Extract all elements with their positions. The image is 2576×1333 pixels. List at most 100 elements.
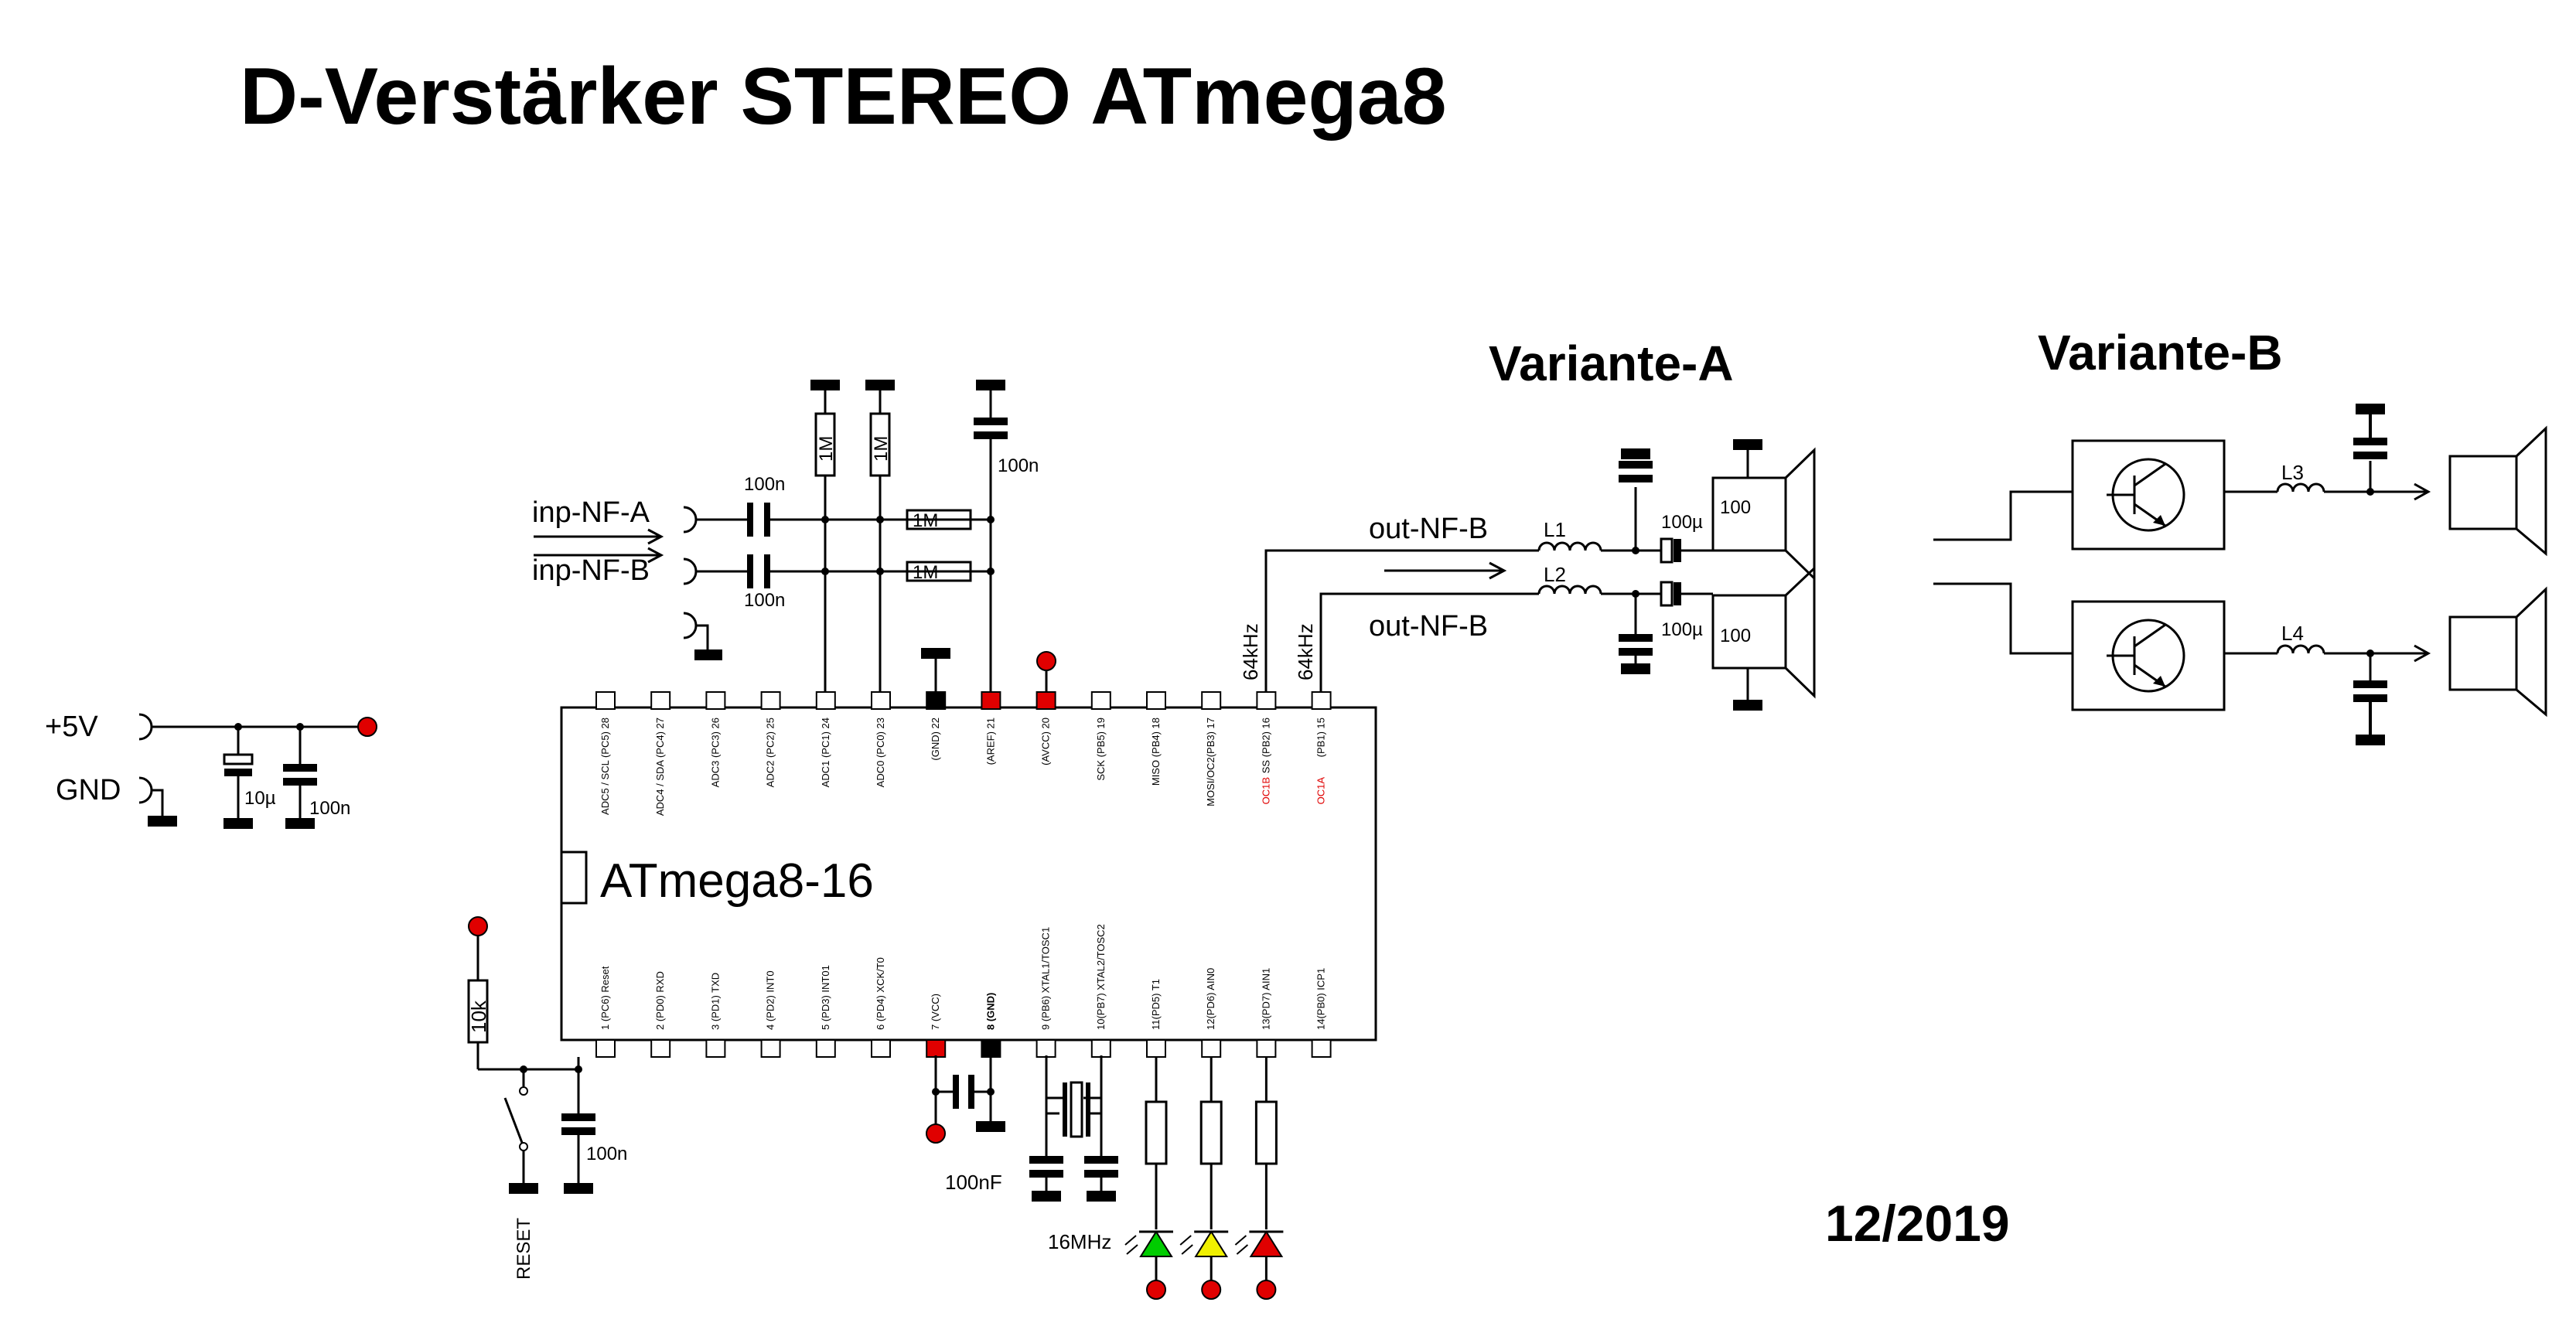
variant-a-shapes	[1619, 439, 1762, 711]
chip-pin-pad-top	[1311, 691, 1332, 710]
chip-pin-label-bottom: 1 (PC6) Reset	[599, 966, 611, 1030]
chip-pin-pad-top	[871, 691, 891, 710]
chip-pin-pad-top	[650, 691, 671, 710]
chip-pin-pad-bottom	[1090, 1039, 1111, 1058]
chip-pin-label-top: (AVCC) 20	[1040, 718, 1052, 765]
chip-pin-pad-top	[926, 691, 947, 710]
freq-pin15-label: 64kHz	[1294, 623, 1317, 680]
cap-100n-b-label: 100n	[744, 590, 785, 611]
chip-pin-label-bottom: 6 (PD4) XCK/T0	[875, 957, 886, 1030]
resistor-10k-label: 10k	[467, 1000, 490, 1033]
reset-label: RESET	[513, 1218, 534, 1280]
out-nf-b-top-label: out-NF-B	[1369, 513, 1488, 545]
led-supply-dot	[1146, 1280, 1166, 1300]
cap-100n-reset-label: 100n	[586, 1144, 627, 1164]
led-circuit	[1124, 1057, 1173, 1300]
chip-pin-label-top: ADC2 (PC2) 25	[765, 718, 776, 787]
resistor-1m-3-label: 1M	[913, 510, 938, 531]
chip-pin-label-top: (AREF) 21	[984, 718, 996, 765]
chip-pin-label-top: ADC1 (PC1) 24	[820, 718, 831, 787]
chip-pin-pad-bottom	[650, 1039, 671, 1058]
chip-pin-label-bottom: 5 (PD3) INT01	[820, 965, 831, 1030]
l1-label: L1	[1544, 518, 1566, 541]
cap-100n-supply-label: 100n	[309, 798, 350, 819]
led-diode-icon	[1194, 1230, 1229, 1257]
chip-pin-pad-top	[595, 691, 616, 710]
chip-pin-label-bottom: 8 (GND)	[984, 993, 996, 1030]
vcc-supply-dot	[357, 717, 377, 737]
vcc-label: +5V	[45, 711, 98, 743]
chip-pin-label-bottom: 12(PD6) AIN0	[1205, 968, 1216, 1030]
reset-circuit-shapes	[509, 1065, 595, 1194]
variant-a-wiring	[1537, 447, 1816, 700]
cap-100u-2-label: 100µ	[1661, 619, 1703, 640]
input-b-label: inp-NF-B	[532, 554, 650, 587]
chip-pin-pad-bottom	[815, 1039, 836, 1058]
led-diode-icon	[1139, 1230, 1173, 1257]
chip-pin-pad-top	[1256, 691, 1277, 710]
crystal-label: 16MHz	[1048, 1230, 1111, 1253]
speaker-2-label: 100	[1720, 626, 1751, 646]
chip-pin-pad-bottom	[705, 1039, 726, 1058]
variant-b-heading: Variante-B	[2038, 325, 2283, 380]
pwm-output-wiring	[1264, 549, 1539, 692]
input-section-shapes	[694, 380, 1008, 660]
chip-pin-pad-bottom	[926, 1039, 947, 1058]
chip-oc-label: OC1A	[1315, 777, 1327, 805]
variant-b-wiring	[1933, 425, 2547, 718]
chip-name: ATmega8-16	[600, 854, 874, 908]
speaker-1-label: 100	[1720, 497, 1751, 518]
chip-pin-label-bottom: 7 (VCC)	[930, 994, 941, 1030]
power-supply-shapes	[148, 723, 317, 829]
chip-pin-label-top: (GND) 22	[930, 718, 941, 761]
chip-pin-pad-top	[705, 691, 726, 710]
cap-10u-label: 10µ	[244, 788, 276, 809]
chip-pin-pad-top	[815, 691, 836, 710]
resistor-1m-1-label: 1M	[816, 436, 837, 462]
input-section-wiring	[534, 390, 1048, 692]
input-a-label: inp-NF-A	[532, 496, 650, 529]
chip-pin-pad-top	[1090, 691, 1111, 710]
chip-pin-label-top: ADC3 (PC3) 26	[709, 718, 721, 787]
chip-pin-label-top: MOSI/OC2(PB3) 17	[1205, 718, 1216, 806]
chip-pin-pad-top	[1201, 691, 1222, 710]
cap-100u-1-label: 100µ	[1661, 512, 1703, 533]
chip-pin-label-bottom: 2 (PD0) RXD	[654, 971, 666, 1030]
chip-pin-pad-bottom	[981, 1039, 1001, 1058]
out-nf-b-bottom-label: out-NF-B	[1369, 610, 1488, 643]
chip-pin-label-bottom: 13(PD7) AIN1	[1260, 968, 1271, 1030]
chip-pin-pad-top	[1146, 691, 1166, 710]
l2-label: L2	[1544, 563, 1566, 586]
cap-100nf-label: 100nF	[945, 1171, 1002, 1194]
chip-pin-pad-bottom	[1036, 1039, 1056, 1058]
chip-pin-label-top: ADC4 / SDA (PC4) 27	[654, 718, 666, 816]
reset-supply-dot	[468, 916, 488, 936]
chip-pin-pad-top	[981, 691, 1001, 710]
chip-pin-pad-top	[760, 691, 781, 710]
cap-aref-label: 100n	[998, 455, 1039, 476]
chip-pin-pad-bottom	[1201, 1039, 1222, 1058]
resistor-1m-4-label: 1M	[913, 562, 938, 583]
l4-label: L4	[2281, 622, 2304, 645]
diagram-title: D-Verstärker STEREO ATmega8	[240, 52, 1447, 141]
chip-oc-label: OC1B	[1260, 777, 1271, 804]
chip-pin-pad-bottom	[871, 1039, 891, 1058]
led-supply-dot	[1201, 1280, 1222, 1300]
chip-pin-label-top: ADC0 (PC0) 23	[875, 718, 886, 787]
chip-pin-pad-bottom	[595, 1039, 616, 1058]
power-supply-wiring	[138, 713, 363, 818]
chip-pin-label-top: ADC5 / SCL (PC5) 28	[599, 718, 611, 815]
chip-pin-label-top: SCK (PB5) 19	[1095, 718, 1107, 781]
led-indicators	[1124, 1057, 1284, 1300]
avcc-supply-dot	[1036, 651, 1056, 671]
l3-label: L3	[2281, 461, 2304, 484]
cap-100n-a-label: 100n	[744, 474, 785, 495]
chip-pin-label-bottom: 10(PB7) XTAL2/TOSC2	[1095, 924, 1107, 1030]
resistor-1m-2-label: 1M	[871, 436, 892, 462]
chip-pin-pad-bottom	[1146, 1039, 1166, 1058]
chip-pin-label-top: (PB1) 15	[1315, 718, 1327, 757]
chip-pin-label-bottom: 3 (PD1) TXD	[709, 973, 721, 1030]
gnd-label: GND	[56, 774, 121, 806]
led-supply-dot	[1256, 1280, 1277, 1300]
